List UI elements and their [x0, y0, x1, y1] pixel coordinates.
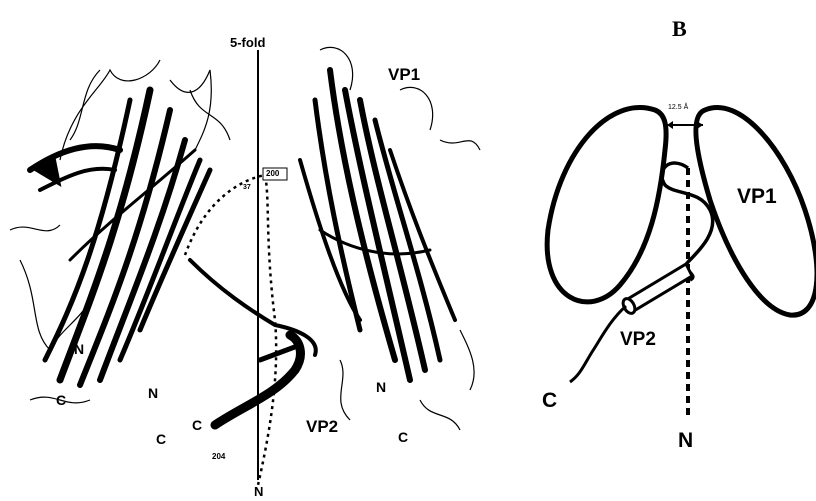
c-terminus-label-b: C: [542, 390, 557, 411]
gap-distance-label: 12.5 Å: [668, 104, 688, 111]
c-terminus-center-left: C: [156, 432, 166, 446]
vp2-dotted-strand: [185, 175, 276, 485]
right-vp1-loops: [320, 47, 480, 430]
vp2-label-panel-b: VP2: [620, 330, 656, 349]
n-terminus-label-b: N: [678, 430, 693, 451]
n-terminus-right: N: [376, 380, 386, 394]
schematic-drawing: [540, 0, 816, 501]
vp1-right-lobe: [696, 108, 816, 316]
vp1-label-panel-b: VP1: [737, 186, 777, 207]
vp1-label-panel-a: VP1: [388, 66, 420, 83]
n-terminus-center: N: [148, 386, 158, 400]
vp1-left-lobe: [547, 108, 666, 302]
panel-letter-b: B: [672, 18, 687, 40]
residue-label-mid: 37: [243, 184, 251, 191]
right-vp1-subunit: [300, 70, 455, 380]
vp2-c-tail: [570, 306, 626, 382]
left-vp1-subunit: [30, 90, 210, 385]
panel-b-schematic: B 12.5 Å VP1 VP2 C N: [540, 0, 816, 501]
residue-label-bottom: 204: [212, 453, 225, 461]
n-terminus-bottom: N: [254, 485, 263, 498]
gap-arrow-right-head: [697, 121, 703, 129]
vp2-label-panel-a: VP2: [306, 418, 338, 435]
vp2-ribbon: [190, 260, 316, 425]
c-terminus-right: C: [398, 430, 408, 444]
n-terminus-left: N: [74, 342, 84, 356]
ribbon-structure-drawing: [0, 0, 540, 501]
c-terminus-left: C: [56, 393, 66, 407]
residue-label-top: 200: [266, 170, 279, 178]
c-terminus-center: C: [192, 418, 202, 432]
panel-a-ribbon-diagram: 5-fold VP1 VP2 200 204 37 N N N N C C C …: [0, 0, 540, 501]
left-vp1-loops: [10, 60, 230, 403]
five-fold-axis-label: 5-fold: [230, 36, 265, 49]
